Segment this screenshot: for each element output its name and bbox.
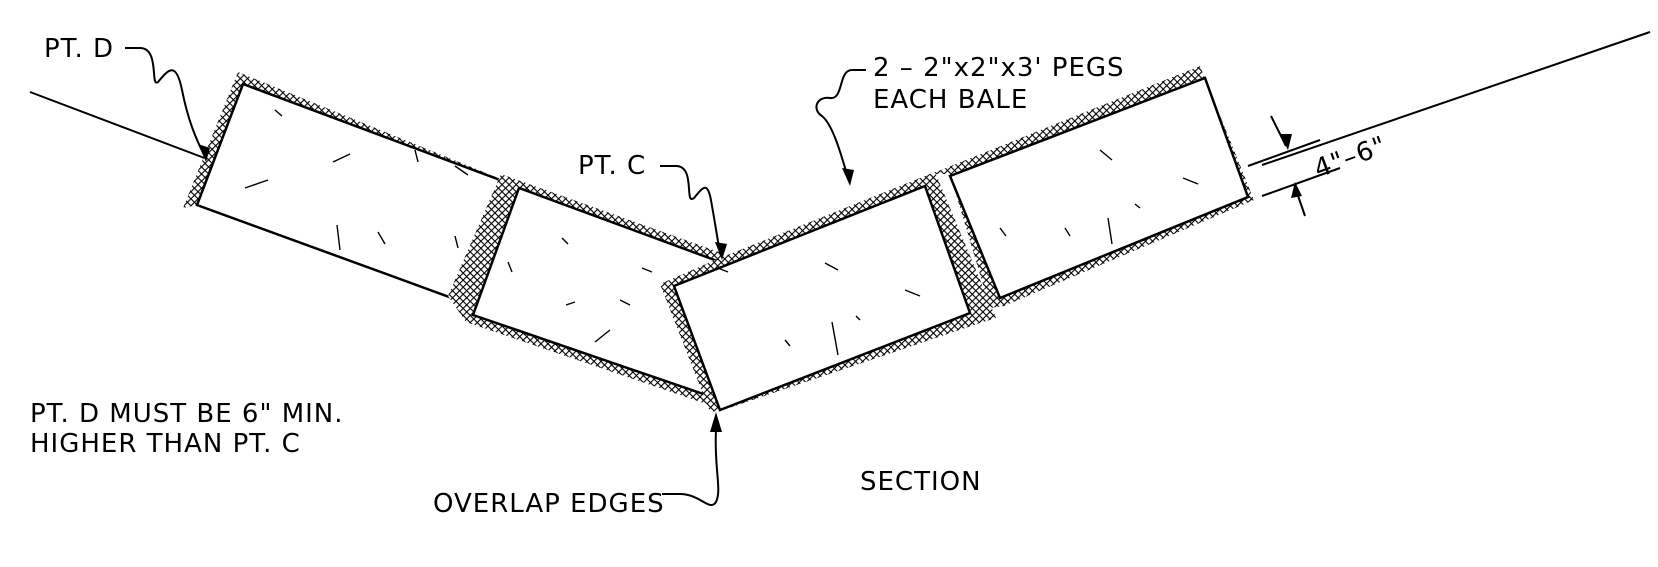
leader-overlap [662, 429, 720, 506]
label-pt-c: PT. C [578, 151, 646, 181]
bale-3 [660, 172, 996, 412]
label-section: SECTION [860, 467, 982, 497]
leader-pt-d [125, 47, 207, 159]
arrowhead-pegs [842, 168, 854, 186]
label-pegs-line2: EACH BALE [873, 85, 1028, 115]
leader-pt-c [660, 165, 722, 257]
dimension-arrow-top [1280, 134, 1292, 150]
bale-4 [926, 66, 1254, 308]
label-pegs-line1: 2 – 2"x2"x3' PEGS [873, 53, 1125, 83]
note-line2: HIGHER THAN PT. C [30, 429, 301, 459]
dimension-arrow-bottom [1291, 182, 1302, 198]
label-pt-d: PT. D [44, 34, 114, 64]
arrowhead-overlap [710, 412, 722, 432]
label-dimension: 4"–6" [1310, 131, 1391, 185]
note-line1: PT. D MUST BE 6" MIN. [30, 399, 344, 429]
leader-pegs [815, 69, 866, 179]
ground-line-right [1261, 31, 1651, 166]
ground-line-left [29, 91, 216, 163]
label-overlap-edges: OVERLAP EDGES [433, 489, 665, 519]
arrowhead-pt-d [198, 144, 210, 162]
arrowhead-pt-c [715, 242, 727, 260]
